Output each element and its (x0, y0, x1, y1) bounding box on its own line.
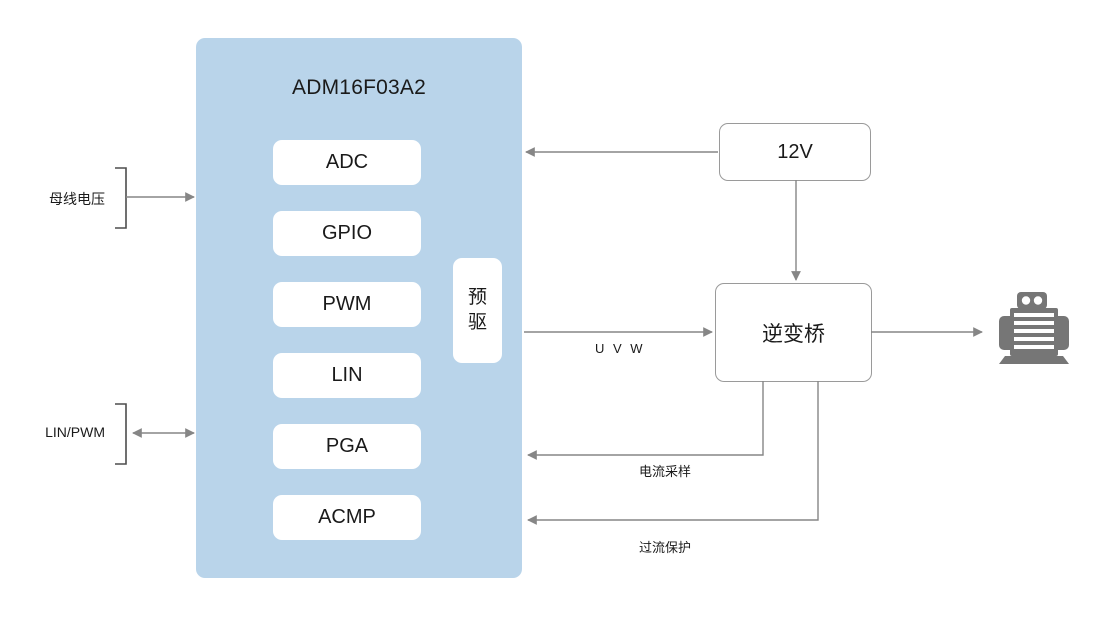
predriver-block[interactable]: 预 驱 (453, 258, 502, 363)
connector-label-overcurrent-protection: 过流保护 (638, 540, 691, 555)
power-supply-12v-box[interactable]: 12V (719, 123, 871, 181)
input-label-lin-pwm: LIN/PWM (45, 424, 105, 440)
peripheral-block-gpio[interactable]: GPIO (273, 211, 421, 256)
peripheral-block-acmp[interactable]: ACMP (273, 495, 421, 540)
predriver-label-line2: 驱 (467, 311, 487, 333)
peripheral-block-pga[interactable]: PGA (273, 424, 421, 469)
connector-label-uvw: U V W (594, 341, 646, 356)
peripheral-block-lin[interactable]: LIN (273, 353, 421, 398)
mcu-title: ADM16F03A2 (292, 76, 426, 99)
motor-icon (993, 288, 1077, 373)
peripheral-block-adc[interactable]: ADC (273, 140, 421, 185)
bracket-lin-pwm (115, 403, 127, 465)
wire-current-sampling (527, 381, 764, 460)
connector-label-current-sampling: 电流采样 (638, 464, 691, 479)
inverter-bridge-box[interactable]: 逆变桥 (715, 283, 872, 382)
predriver-label-line1: 预 (467, 287, 487, 309)
peripheral-block-pwm[interactable]: PWM (273, 282, 421, 327)
wire-overcurrent-protection (527, 381, 819, 525)
bracket-bus-voltage (115, 167, 127, 229)
input-label-bus-voltage: 母线电压 (49, 191, 105, 207)
